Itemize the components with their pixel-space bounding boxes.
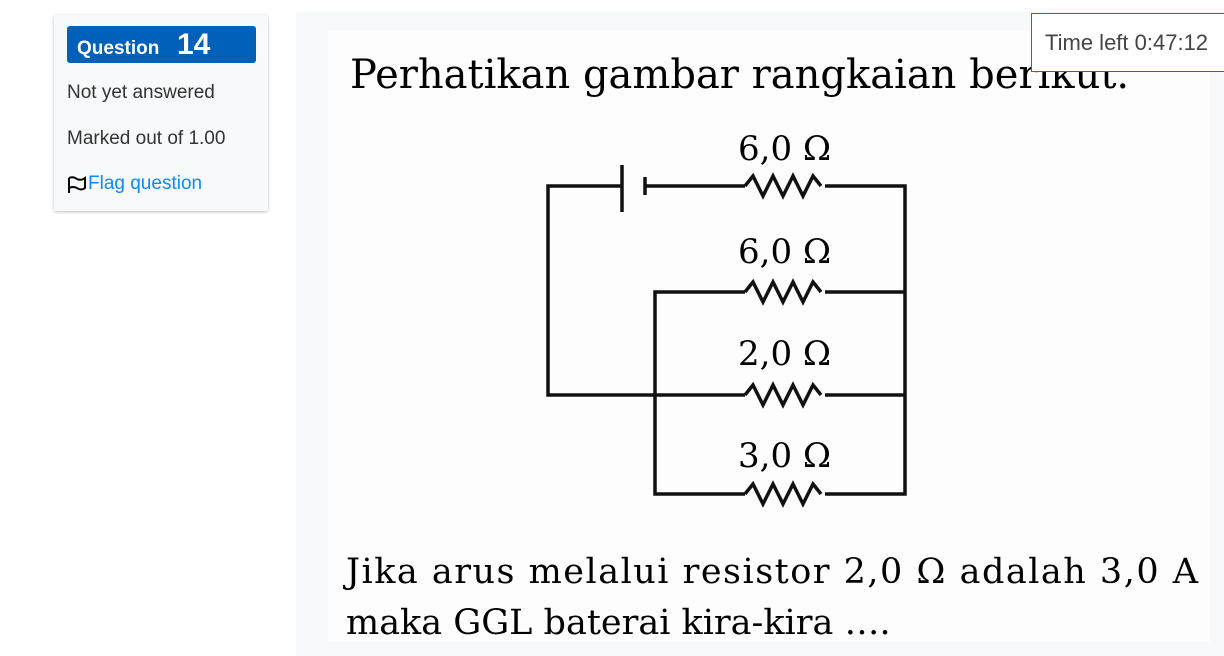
circuit-diagram — [546, 165, 907, 508]
question-state: Not yet answered — [67, 82, 215, 103]
resistor-3 — [743, 381, 823, 409]
question-number: 14 — [177, 28, 211, 61]
question-label: Question — [77, 38, 160, 59]
question-grade: Marked out of 1.00 — [67, 128, 226, 149]
timer-box: Time left 0:47:12 — [1031, 13, 1224, 72]
question-number-badge: Question 14 — [67, 26, 256, 63]
question-line-1: Jika arus melalui resistor 2,0 Ω adalah … — [343, 552, 1199, 592]
resistor-1 — [743, 172, 823, 200]
flag-question-label: Flag question — [88, 173, 203, 194]
flag-icon — [68, 176, 86, 193]
resistor-label-2: 6,0 Ω — [738, 232, 831, 272]
resistor-label-4: 3,0 Ω — [738, 436, 831, 476]
resistor-2 — [743, 278, 823, 306]
question-info-panel: Question 14 Not yet answered Marked out … — [54, 15, 268, 211]
flag-question-link[interactable]: Flag question — [67, 173, 202, 195]
resistor-label-3: 2,0 Ω — [738, 334, 831, 374]
wires — [546, 184, 907, 496]
question-line-2: maka GGL baterai kira-kira …. — [346, 603, 891, 643]
resistor-4 — [743, 480, 823, 508]
question-image — [328, 30, 1210, 642]
question-intro: Perhatikan gambar rangkaian berikut. — [350, 52, 1129, 98]
time-left: Time left 0:47:12 — [1045, 30, 1209, 55]
resistor-label-1: 6,0 Ω — [738, 129, 831, 169]
